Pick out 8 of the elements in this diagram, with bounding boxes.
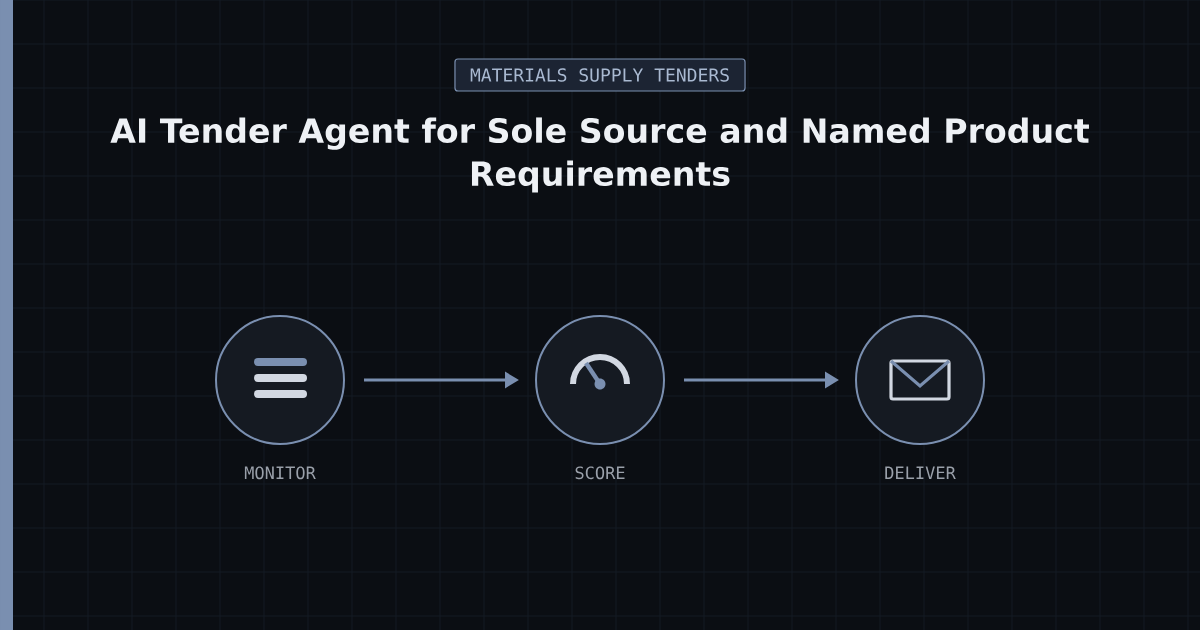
title: AI Tender Agent for Sole Source and Named Product Requirements [110,117,1089,193]
step-circle [535,315,665,445]
step-label: MONITOR [244,466,316,480]
tag-badge: MATERIALS SUPPLY TENDERS [454,58,746,92]
step-circle [855,315,985,445]
step-label: SCORE [575,466,625,480]
step-label: DELIVER [885,466,956,479]
step-circle [215,315,345,445]
